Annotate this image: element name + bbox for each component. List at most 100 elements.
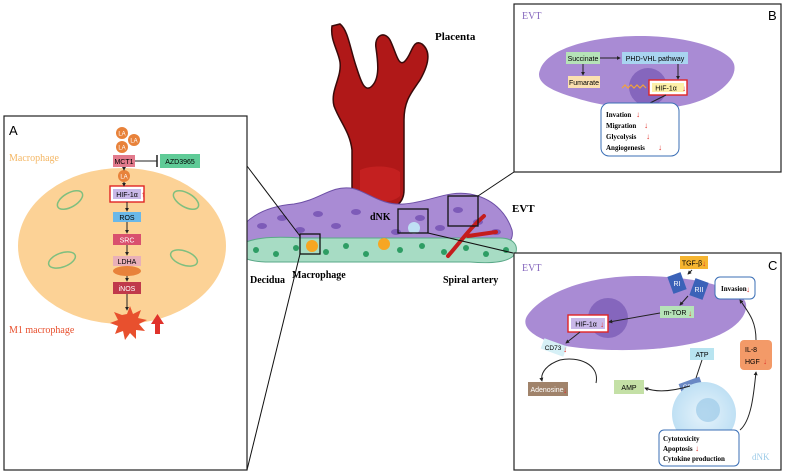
center-illustration: Placenta EVT dNK Decidua Macrophage Spir…: [236, 23, 535, 471]
hif-c-box: [571, 318, 605, 329]
macrophage-label: Macrophage: [292, 270, 346, 281]
center-macrophage-2: [378, 238, 390, 250]
tgf-box: [680, 256, 708, 269]
dnk-label: dNK: [370, 212, 391, 223]
decidua-label: Decidua: [250, 275, 285, 286]
dnk-apoptosis-down: ↓: [695, 444, 699, 453]
zoom-box-a: [299, 233, 321, 255]
spiral-artery-vessel: [446, 214, 498, 258]
ldha-box: [113, 256, 141, 266]
la-ball-3: LA: [118, 146, 125, 152]
hif-c-down: ↓: [600, 320, 604, 329]
connector-c: [427, 232, 514, 254]
ldha-mitochondrion: [113, 266, 141, 276]
ri-label: RI: [674, 281, 681, 288]
mitochondria-icons: [47, 189, 200, 269]
adenosine-box: [528, 382, 568, 396]
connector-b: [477, 171, 515, 197]
src-box: [113, 234, 141, 245]
panel-b-cell-label: EVT: [522, 11, 541, 22]
ri-receptor: [667, 272, 687, 294]
tgf-down: ↓: [702, 259, 706, 268]
mtor-label: m-TOR: [664, 310, 687, 317]
effect-b-2: Migration: [606, 122, 636, 130]
hif-c-label: HIF-1α: [575, 322, 597, 329]
la-ball-2: LA: [130, 139, 137, 145]
la-ball-1: LA: [118, 132, 125, 138]
invasion-down: ↓: [746, 285, 750, 294]
amp-label: AMP: [621, 385, 637, 392]
rii-label: RII: [695, 287, 704, 294]
placenta-label: Placenta: [435, 31, 476, 43]
evt-label: EVT: [512, 203, 535, 215]
atp-label: ATP: [695, 352, 708, 359]
hif-b-down: ↓: [682, 84, 686, 93]
cytokine-il8: IL-8: [745, 347, 757, 354]
invasion-box: [714, 276, 756, 300]
cd73-box: [540, 338, 567, 357]
m1-up-arrow: [151, 314, 164, 334]
hif-label: HIF-1α: [116, 192, 138, 199]
effects-b-list: Invation Migration Glycolysis Angiogenes…: [606, 111, 645, 152]
azd3965-label: AZD3965: [165, 159, 195, 166]
panel-a: A Macrophage LA LA LA MCT1 AZD3965 LA HI…: [3, 115, 248, 471]
center-dnk: [408, 222, 420, 234]
cytokine-box: [740, 340, 772, 370]
la-molecules: LA LA LA: [116, 127, 140, 153]
ros-label: ROS: [119, 215, 135, 222]
panel-a-letter: A: [9, 123, 18, 138]
succinate-label: Succinate: [568, 56, 599, 63]
fumarate-label: Fumarate: [569, 80, 599, 87]
la-inner-ball: [118, 170, 130, 182]
evt-nucleus-b: [629, 68, 667, 106]
panel-b-letter: B: [768, 8, 777, 23]
connector-a-top: [246, 165, 301, 237]
la-inner-label: LA: [120, 175, 127, 181]
dnk-effect-2: Apoptosis: [663, 445, 693, 453]
panel-c-dnk-label: dNK: [752, 452, 770, 462]
zoom-box-b: [447, 195, 479, 227]
m1-label: M1 macrophage: [9, 325, 75, 336]
inos-box: [113, 282, 141, 294]
panel-a-arrows: [122, 166, 129, 311]
effect-b-1: Invation: [606, 111, 631, 119]
panel-c: C EVT TGF-β ↓ RI RII m-TOR ↓ HIF-1α ↓ CD…: [513, 252, 782, 471]
hif-up-arrow: ↑: [141, 190, 145, 199]
svg-text:↓: ↓: [636, 110, 640, 119]
svg-text:↓: ↓: [644, 121, 648, 130]
rii-receptor: [689, 278, 709, 300]
cd73-down: ↓: [563, 345, 567, 354]
effect-b-3: Glycolysis: [606, 133, 637, 141]
svg-text:↓: ↓: [646, 132, 650, 141]
cytokine-hgf: HGF: [745, 359, 760, 366]
inos-label: iNOS: [119, 286, 136, 293]
azd3965-box: [160, 154, 200, 168]
pathway-box: [622, 52, 688, 64]
effects-b-box: [600, 102, 680, 157]
dnk-effects-list: Cytotoxicity Apoptosis Cytokine producti…: [663, 435, 725, 463]
connector-a-bottom: [246, 253, 301, 471]
dnk-effect-1: Cytotoxicity: [663, 435, 700, 443]
cd73-label: CD73: [545, 345, 562, 352]
evt-layer: [236, 187, 513, 249]
atp-box: [690, 348, 714, 360]
tgf-label: TGF-β: [682, 261, 702, 268]
dna-squiggle-b: [621, 84, 647, 89]
dnk-nucleus-c: [696, 398, 720, 422]
hif-b-box: [652, 83, 684, 92]
placenta-villi: [330, 23, 429, 211]
mct1-label: MCT1: [114, 159, 133, 166]
adenosine-label: Adenosine: [530, 387, 563, 394]
mtor-down: ↓: [688, 309, 692, 318]
succinate-box: [566, 52, 600, 64]
zoom-box-c: [397, 208, 429, 234]
mct1-box: [113, 155, 135, 167]
cytokine-down: ↓: [763, 357, 767, 366]
panel-a-cell-label: Macrophage: [9, 153, 60, 164]
hif-box: [113, 189, 141, 199]
hif-b-label: HIF-1α: [655, 86, 677, 93]
fumarate-box: [568, 76, 600, 88]
panel-c-letter: C: [768, 258, 777, 273]
effects-b-down-arrows: ↓↓↓↓: [636, 110, 662, 152]
